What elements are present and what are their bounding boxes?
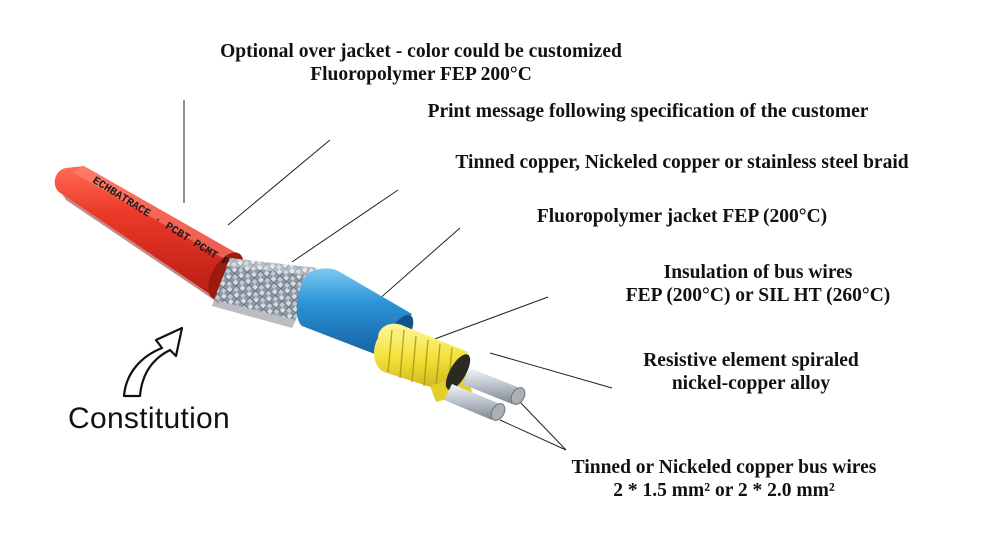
constitution-title: Constitution [68, 402, 231, 435]
leader-resistive [489, 352, 613, 389]
bus-wires [444, 368, 526, 421]
leader-lines [183, 100, 613, 451]
label-print-message: Print message following specification of… [368, 100, 928, 123]
label-insulation-line1: Insulation of bus wires [663, 262, 853, 283]
label-braid-line1: Tinned copper, Nickeled copper or stainl… [455, 152, 909, 173]
label-over-jacket: Optional over jacket - color could be cu… [166, 40, 676, 86]
label-bus-wires: Tinned or Nickeled copper bus wires 2 * … [526, 456, 922, 502]
label-print-message-line1: Print message following specification of… [427, 101, 869, 122]
leader-print-message [227, 139, 331, 226]
leader-insulation [431, 296, 549, 341]
label-resistive-line1: Resistive element spiraled [643, 350, 859, 371]
label-resistive-line2: nickel-copper alloy [671, 373, 831, 394]
label-bus-wires-line2: 2 * 1.5 mm² or 2 * 2.0 mm² [613, 480, 835, 501]
label-over-jacket-line1: Optional over jacket - color could be cu… [220, 41, 622, 62]
arrow-icon [122, 326, 184, 398]
leader-bus-wire-2 [499, 419, 567, 451]
label-braid: Tinned copper, Nickeled copper or stainl… [394, 151, 970, 174]
leader-fluoro-jacket [377, 227, 461, 301]
bus-wire-end-1 [510, 387, 526, 405]
insulation [374, 323, 472, 402]
leader-bus-wire-1 [519, 401, 567, 451]
label-over-jacket-line2: Fluoropolymer FEP 200°C [310, 64, 532, 85]
bus-wire-end-2 [490, 403, 506, 421]
label-resistive: Resistive element spiraled nickel-copper… [606, 349, 896, 395]
label-fluoro-jacket: Fluoropolymer jacket FEP (200°C) [496, 205, 868, 228]
braid [212, 258, 318, 328]
label-insulation-line2: FEP (200°C) or SIL HT (260°C) [625, 285, 891, 306]
label-fluoro-jacket-line1: Fluoropolymer jacket FEP (200°C) [536, 206, 828, 227]
label-insulation: Insulation of bus wires FEP (200°C) or S… [588, 261, 928, 307]
label-bus-wires-line1: Tinned or Nickeled copper bus wires [571, 457, 877, 478]
leader-braid [291, 189, 399, 263]
